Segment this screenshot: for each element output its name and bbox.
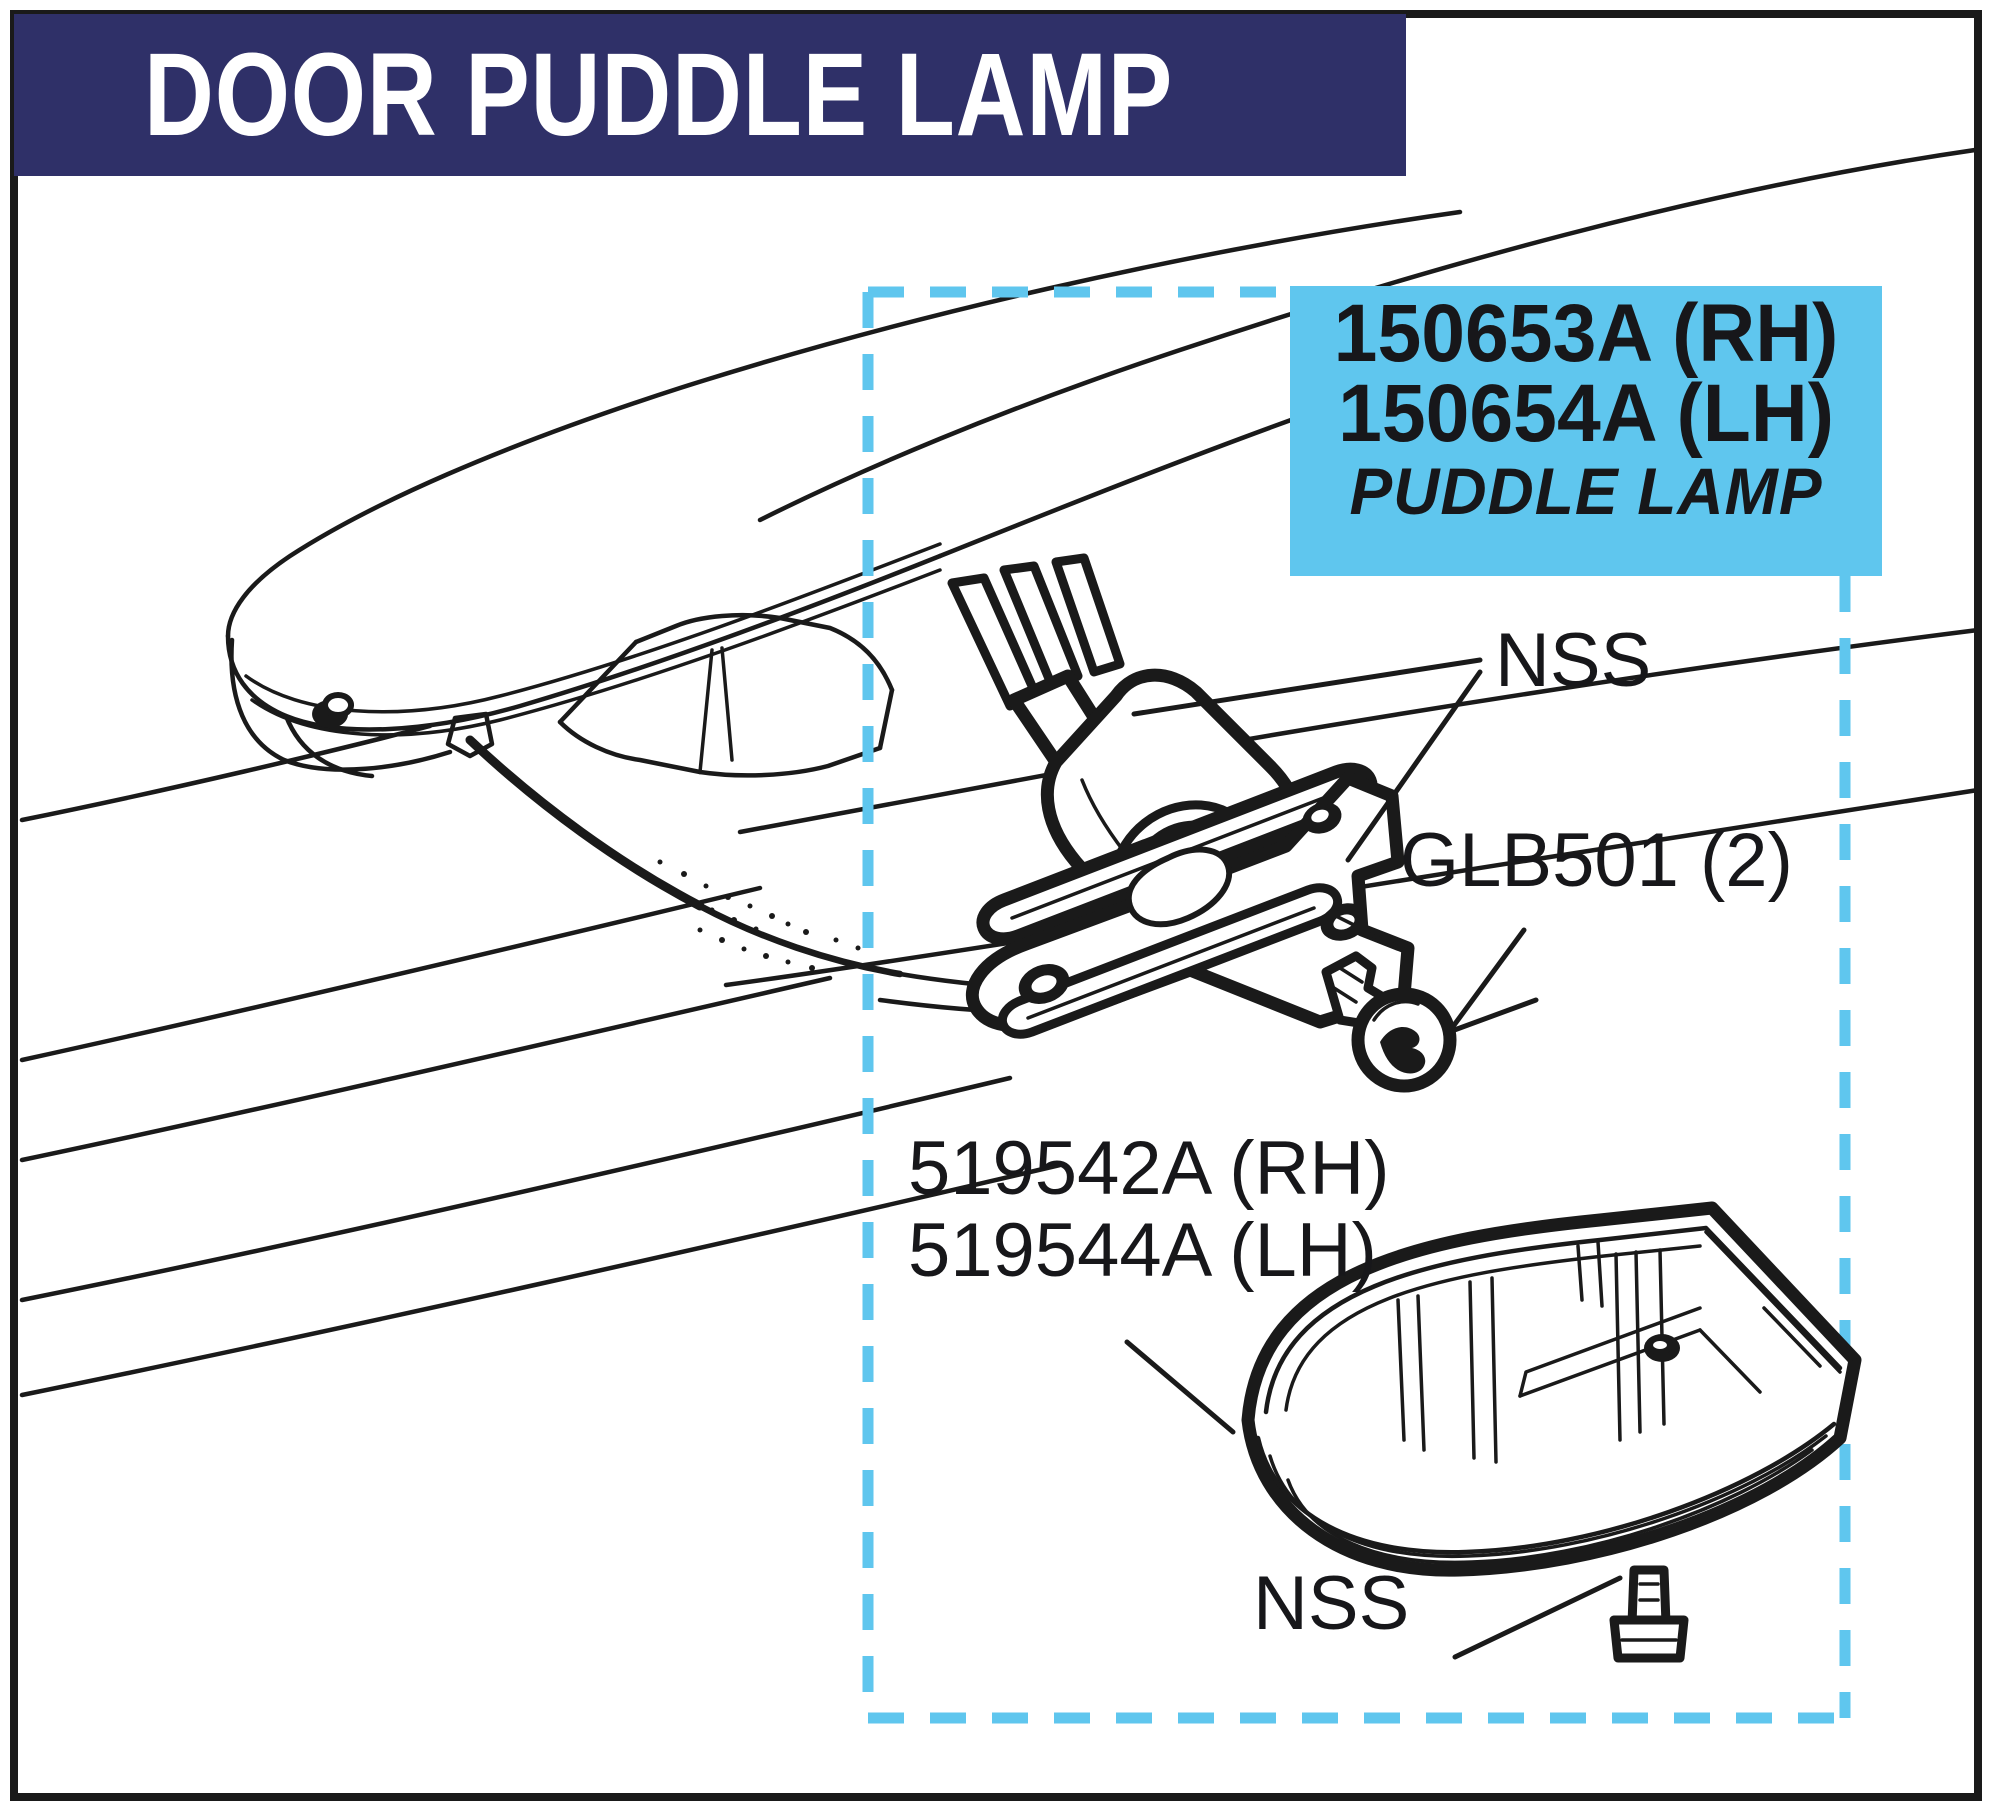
puddle-lamp-callout-box: 150653A (RH) 150654A (LH) PUDDLE LAMP	[1290, 286, 1882, 576]
harness-texture	[642, 859, 861, 971]
page-title-banner: DOOR PUDDLE LAMP	[14, 14, 1406, 176]
leader-lens	[1124, 1339, 1236, 1435]
leader-nss-connector	[1131, 657, 1483, 717]
bulb	[1321, 951, 1457, 1093]
label-lens-lh: 519544A (LH)	[908, 1208, 1377, 1294]
page-title: DOOR PUDDLE LAMP	[144, 29, 1174, 161]
leader-nss-screw	[1452, 1575, 1623, 1660]
leader-nss-baseplate	[1345, 669, 1483, 863]
label-lens-rh: 519542A (RH)	[908, 1126, 1390, 1211]
lens-screw	[1609, 1565, 1689, 1663]
callout-part-number-rh: 150653A (RH)	[1333, 288, 1839, 379]
door-mirror-housing	[225, 209, 1463, 779]
label-lens-part-numbers: 519542A (RH) 519544A (LH)	[908, 1126, 1390, 1294]
leader-glb501-bulb	[1446, 997, 1539, 1035]
highlight-dashed-box	[862, 286, 1851, 1724]
label-nss-bottom: NSS	[1253, 1561, 1410, 1646]
callout-part-number-lh: 150654A (LH)	[1338, 367, 1834, 459]
callout-description: PUDDLE LAMP	[1349, 454, 1823, 529]
lamp-base-plate	[965, 762, 1415, 1039]
lens	[1241, 1201, 1862, 1577]
leader-lines	[1124, 657, 1623, 1660]
label-nss-top: NSS	[1495, 618, 1652, 703]
label-glb501: GLB501 (2)	[1400, 818, 1793, 903]
wiring-harness	[465, 735, 1053, 1015]
